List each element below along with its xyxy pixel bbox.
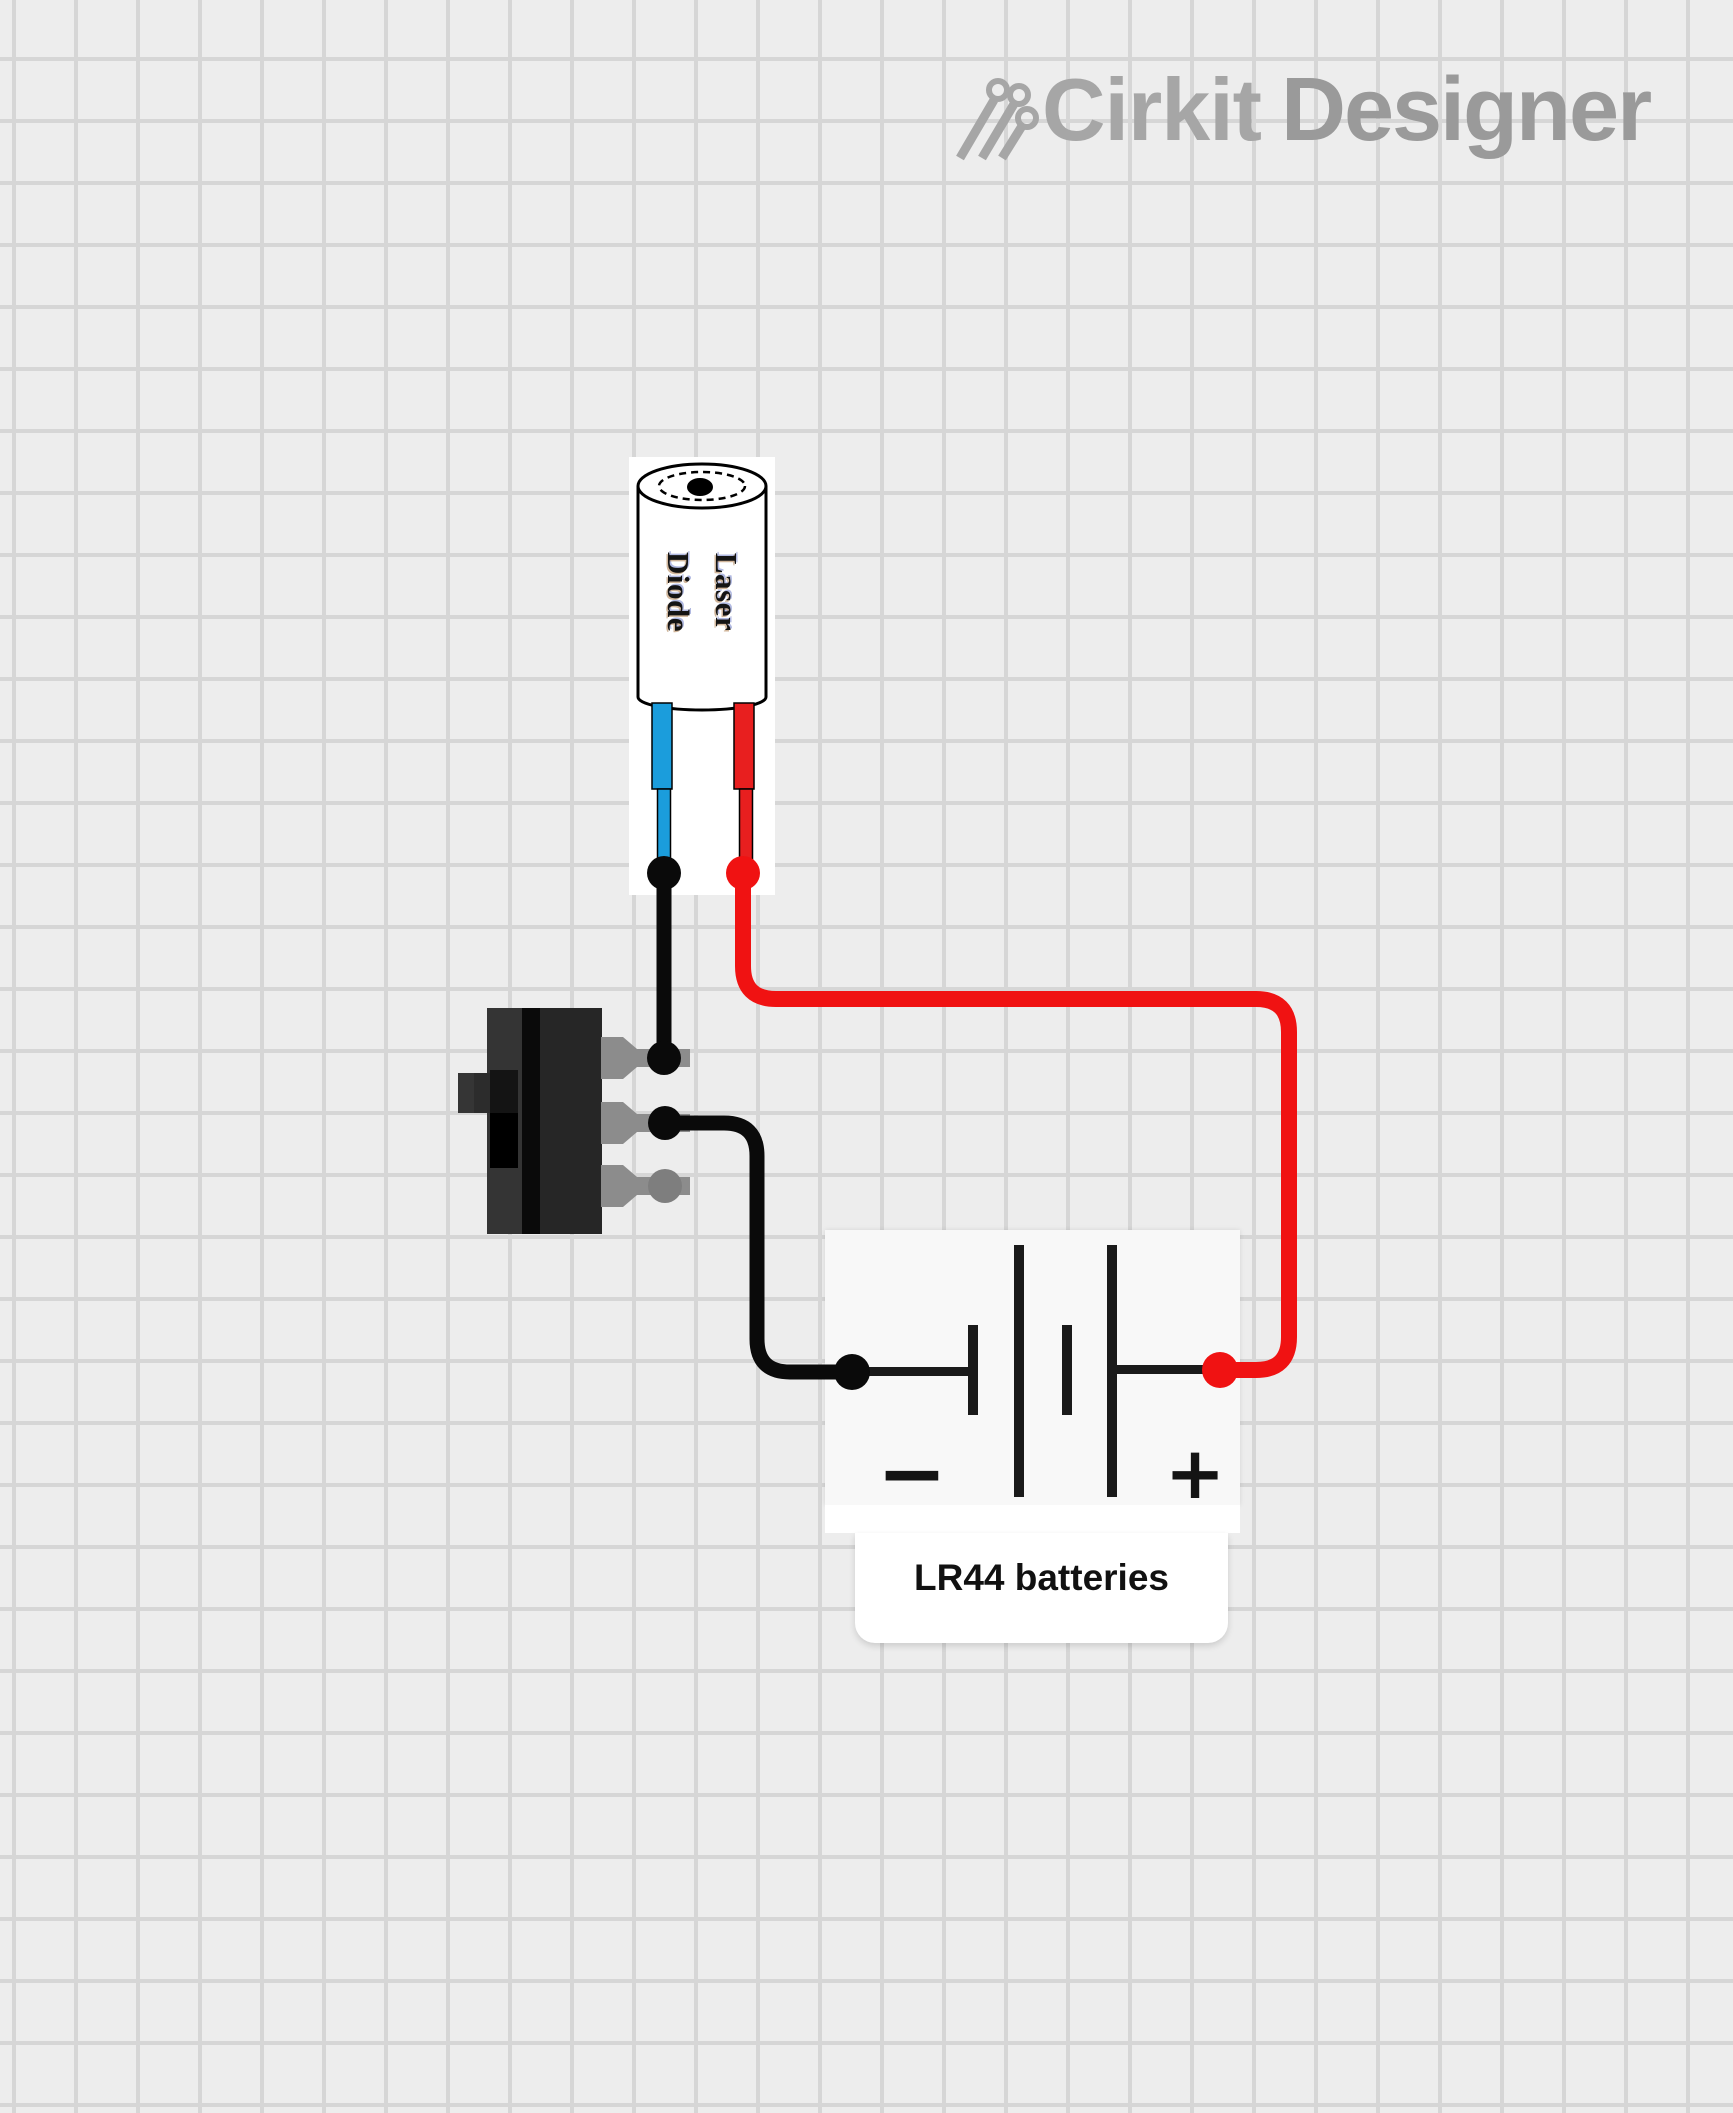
switch-pin-1[interactable]	[601, 1037, 690, 1079]
battery-plate-short-2	[1062, 1325, 1072, 1415]
battery-plate-long-1	[1014, 1245, 1024, 1497]
battery-minus-sign: −	[877, 1424, 947, 1505]
laser-aperture	[687, 478, 713, 496]
laser-body	[636, 486, 768, 712]
laser-cathode-lead[interactable]	[651, 702, 673, 790]
laser-diode-label-line1: Laser	[709, 552, 744, 632]
battery-component[interactable]: − + LR44 batteries	[825, 1230, 1240, 1643]
laser-diode-label-line2: Diode	[661, 552, 696, 632]
switch-slot	[490, 1113, 518, 1168]
laser-anode-lead-tip[interactable]	[738, 788, 754, 875]
battery-symbol: − +	[848, 1245, 1225, 1522]
switch-body-stripe	[522, 1008, 540, 1234]
switch-actuator-base	[490, 1070, 518, 1113]
laser-lens-ring	[657, 470, 747, 502]
slide-switch-component[interactable]	[455, 1005, 700, 1240]
battery-symbol-card[interactable]: − +	[825, 1230, 1240, 1522]
laser-cathode-lead-tip[interactable]	[656, 788, 672, 875]
brand-name-bold: Designer	[1280, 60, 1652, 160]
switch-pin-2[interactable]	[601, 1102, 690, 1144]
battery-negative-lead	[848, 1367, 973, 1376]
battery-label-box[interactable]: LR44 batteries	[855, 1533, 1228, 1643]
laser-diode-component[interactable]: Laser Diode	[629, 457, 775, 895]
brand-name-regular: Cirkit	[1042, 60, 1262, 159]
battery-card-footer	[825, 1505, 1240, 1533]
switch-pin-3[interactable]	[601, 1165, 690, 1207]
battery-plate-short-1	[968, 1325, 978, 1415]
battery-label: LR44 batteries	[914, 1557, 1169, 1598]
circuit-traces-icon	[956, 78, 1039, 161]
switch-actuator-shade	[474, 1073, 490, 1113]
laser-diode-label: Laser Diode	[654, 537, 750, 647]
battery-plus-sign: +	[1165, 1431, 1225, 1505]
laser-anode-lead[interactable]	[733, 702, 755, 790]
laser-diode-graphic	[636, 462, 768, 875]
battery-positive-lead	[1115, 1365, 1223, 1374]
